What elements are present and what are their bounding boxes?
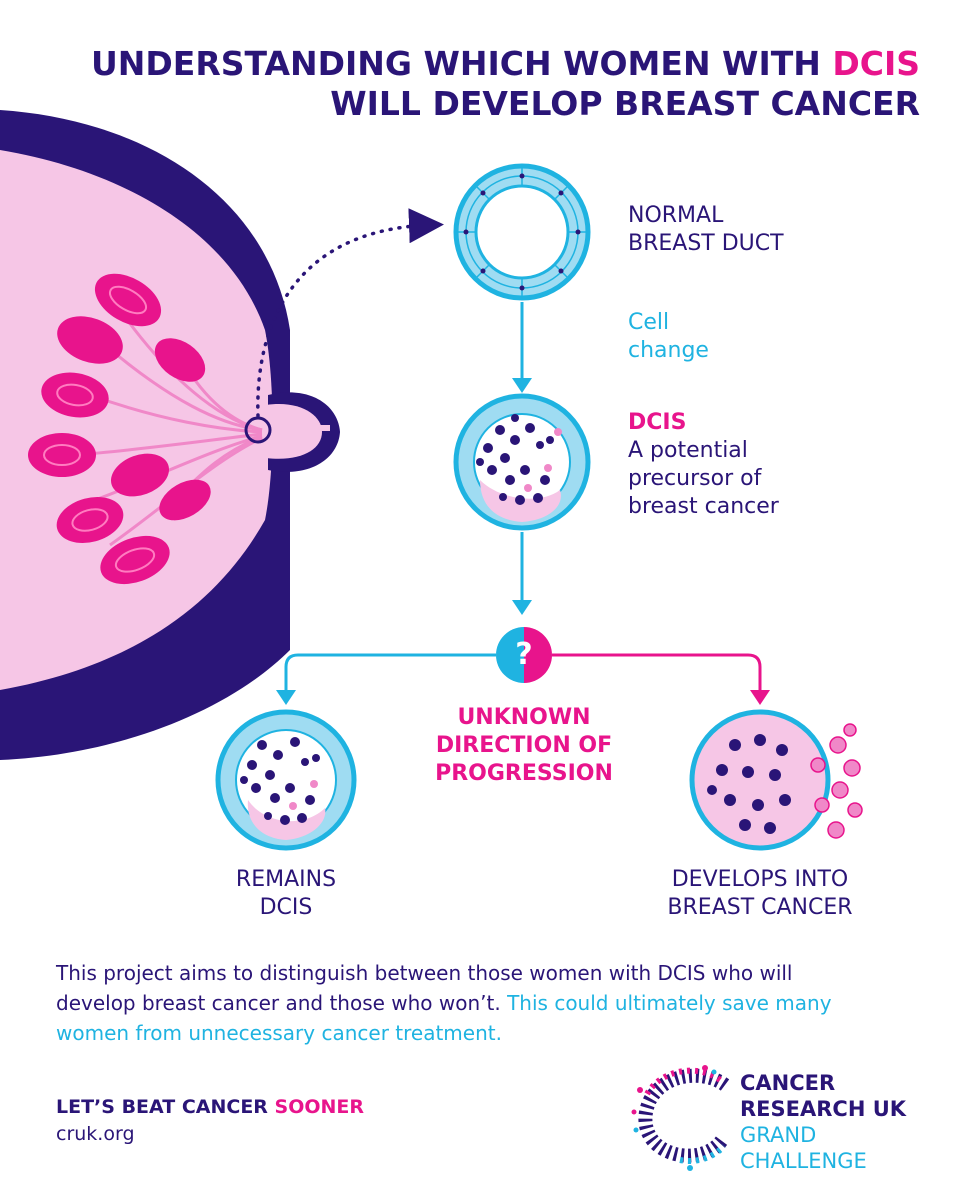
unknown-direction-label: UNKNOWN DIRECTION OF PROGRESSION (400, 704, 648, 788)
remains-dcis-label: REMAINS DCIS (186, 866, 386, 922)
normal-duct-label: NORMAL BREAST DUCT (628, 202, 784, 258)
project-summary: This project aims to distinguish between… (56, 958, 856, 1048)
dcis-line2: precursor of (628, 466, 762, 491)
zoom-dotted-arrow (256, 208, 444, 418)
logo-line3: GRAND (740, 1123, 817, 1147)
dcis-label: DCIS A potential precursor of breast can… (628, 409, 779, 521)
arrow-to-question-head (512, 600, 532, 615)
cell-change-line1: Cell (628, 310, 670, 335)
duct-zoom-marker (244, 416, 272, 444)
normal-duct-label-line2: BREAST DUCT (628, 231, 784, 256)
cell-change-line2: change (628, 338, 709, 363)
summary-part2: This could ultimately save many women fr… (56, 991, 832, 1045)
remains-line1: REMAINS (235, 867, 337, 892)
footer: LET’S BEAT CANCER SOONER cruk.org (56, 1094, 364, 1148)
develops-line1: DEVELOPS INTO (671, 867, 849, 892)
dcis-duct-illustration (453, 393, 591, 531)
unknown-line2: DIRECTION OF (435, 733, 613, 758)
branch-remains-arrowhead (276, 690, 296, 705)
develops-cancer-label: DEVELOPS INTO BREAST CANCER (640, 866, 880, 922)
unknown-line3: PROGRESSION (435, 761, 613, 786)
breast-illustration (0, 110, 340, 760)
slogan-highlight: SOONER (274, 1096, 365, 1118)
cruk-logo-mark (631, 1065, 730, 1171)
remains-line2: DCIS (259, 895, 313, 920)
unknown-line1: UNKNOWN (457, 705, 591, 730)
branch-develops-line (552, 653, 762, 695)
question-circle (496, 627, 552, 683)
page-title: UNDERSTANDING WHICH WOMEN WITH DCIS WILL… (70, 44, 920, 124)
logo-line4: CHALLENGE (740, 1149, 867, 1173)
normal-duct-illustration (453, 163, 591, 301)
develops-line2: BREAST CANCER (667, 895, 853, 920)
branch-develops-arrowhead (750, 690, 770, 705)
title-highlight: DCIS (832, 44, 920, 83)
title-line2: WILL DEVELOP BREAST CANCER (330, 84, 920, 123)
logo-line1: CANCER (740, 1071, 836, 1095)
question-mark: ? (515, 637, 533, 672)
dcis-line1: A potential (628, 438, 748, 463)
cancer-duct-illustration (689, 709, 863, 851)
summary-part1: This project aims to distinguish between… (56, 961, 793, 1015)
normal-duct-label-line1: NORMAL (628, 203, 724, 228)
footer-url[interactable]: cruk.org (56, 1123, 135, 1145)
dcis-heading: DCIS (628, 410, 687, 435)
title-line1-prefix: UNDERSTANDING WHICH WOMEN WITH (90, 44, 833, 83)
cell-change-label: Cell change (628, 309, 709, 365)
dcis-line3: breast cancer (628, 494, 779, 519)
logo-line2: RESEARCH UK (740, 1097, 907, 1121)
cruk-logo-text: CANCER RESEARCH UK GRAND CHALLENGE (740, 1070, 906, 1174)
branch-remains-line (284, 653, 496, 695)
slogan: LET’S BEAT CANCER SOONER (56, 1094, 364, 1121)
arrow-cell-change-head (512, 378, 532, 393)
remains-dcis-illustration (215, 709, 357, 851)
slogan-prefix: LET’S BEAT CANCER (56, 1096, 275, 1118)
